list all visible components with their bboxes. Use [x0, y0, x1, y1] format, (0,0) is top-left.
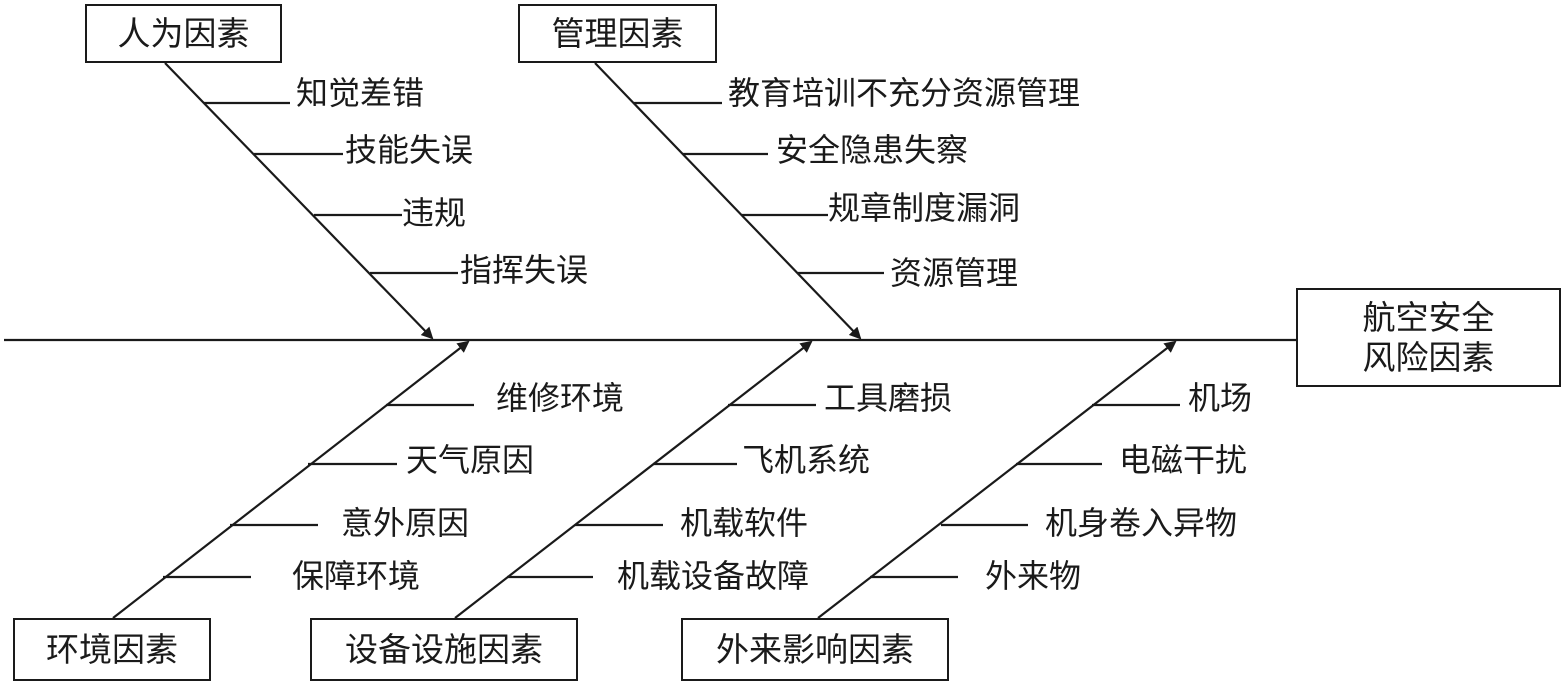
cause-label: 资源管理: [890, 254, 1019, 292]
category-label: 管理因素: [551, 13, 684, 53]
cause-label: 维修环境: [496, 379, 625, 417]
category-label: 设备设施因素: [345, 629, 543, 669]
cause-label: 教育培训不充分资源管理: [728, 74, 1081, 112]
cause-label: 电磁干扰: [1119, 441, 1248, 479]
effect-label-line2: 风险因素: [1362, 337, 1495, 377]
cause-label: 违规: [402, 194, 467, 232]
cause-label: 机场: [1188, 379, 1253, 417]
cause-label: 指挥失误: [460, 251, 589, 289]
cause-label: 意外原因: [341, 504, 470, 542]
cause-label: 知觉差错: [296, 74, 425, 112]
cause-label: 飞机系统: [742, 441, 871, 479]
effect-box: 航空安全 风险因素: [1296, 288, 1561, 387]
category-box-external: 外来影响因素: [681, 618, 949, 681]
category-label: 人为因素: [117, 13, 250, 53]
cause-label: 规章制度漏洞: [828, 189, 1021, 227]
cause-label: 外来物: [985, 557, 1082, 595]
cause-label: 机载软件: [680, 504, 809, 542]
bone-equipment: [454, 340, 813, 619]
category-box-equipment: 设备设施因素: [310, 618, 578, 681]
category-label: 外来影响因素: [716, 629, 914, 669]
bone-human: [164, 62, 434, 340]
cause-label: 安全隐患失察: [776, 131, 969, 169]
bone-management: [594, 62, 862, 340]
bone-environment: [112, 340, 470, 619]
bone-external: [817, 340, 1177, 619]
category-box-environment: 环境因素: [13, 618, 211, 681]
cause-label: 保障环境: [292, 557, 421, 595]
category-label: 环境因素: [46, 629, 178, 669]
category-box-management: 管理因素: [518, 4, 717, 63]
cause-label: 机载设备故障: [617, 557, 810, 595]
category-box-human: 人为因素: [85, 4, 282, 63]
cause-label: 机身卷入异物: [1045, 504, 1238, 542]
cause-label: 天气原因: [406, 441, 535, 479]
cause-label: 技能失误: [345, 131, 474, 169]
cause-label: 工具磨损: [824, 379, 953, 417]
effect-label-line1: 航空安全: [1362, 297, 1495, 337]
